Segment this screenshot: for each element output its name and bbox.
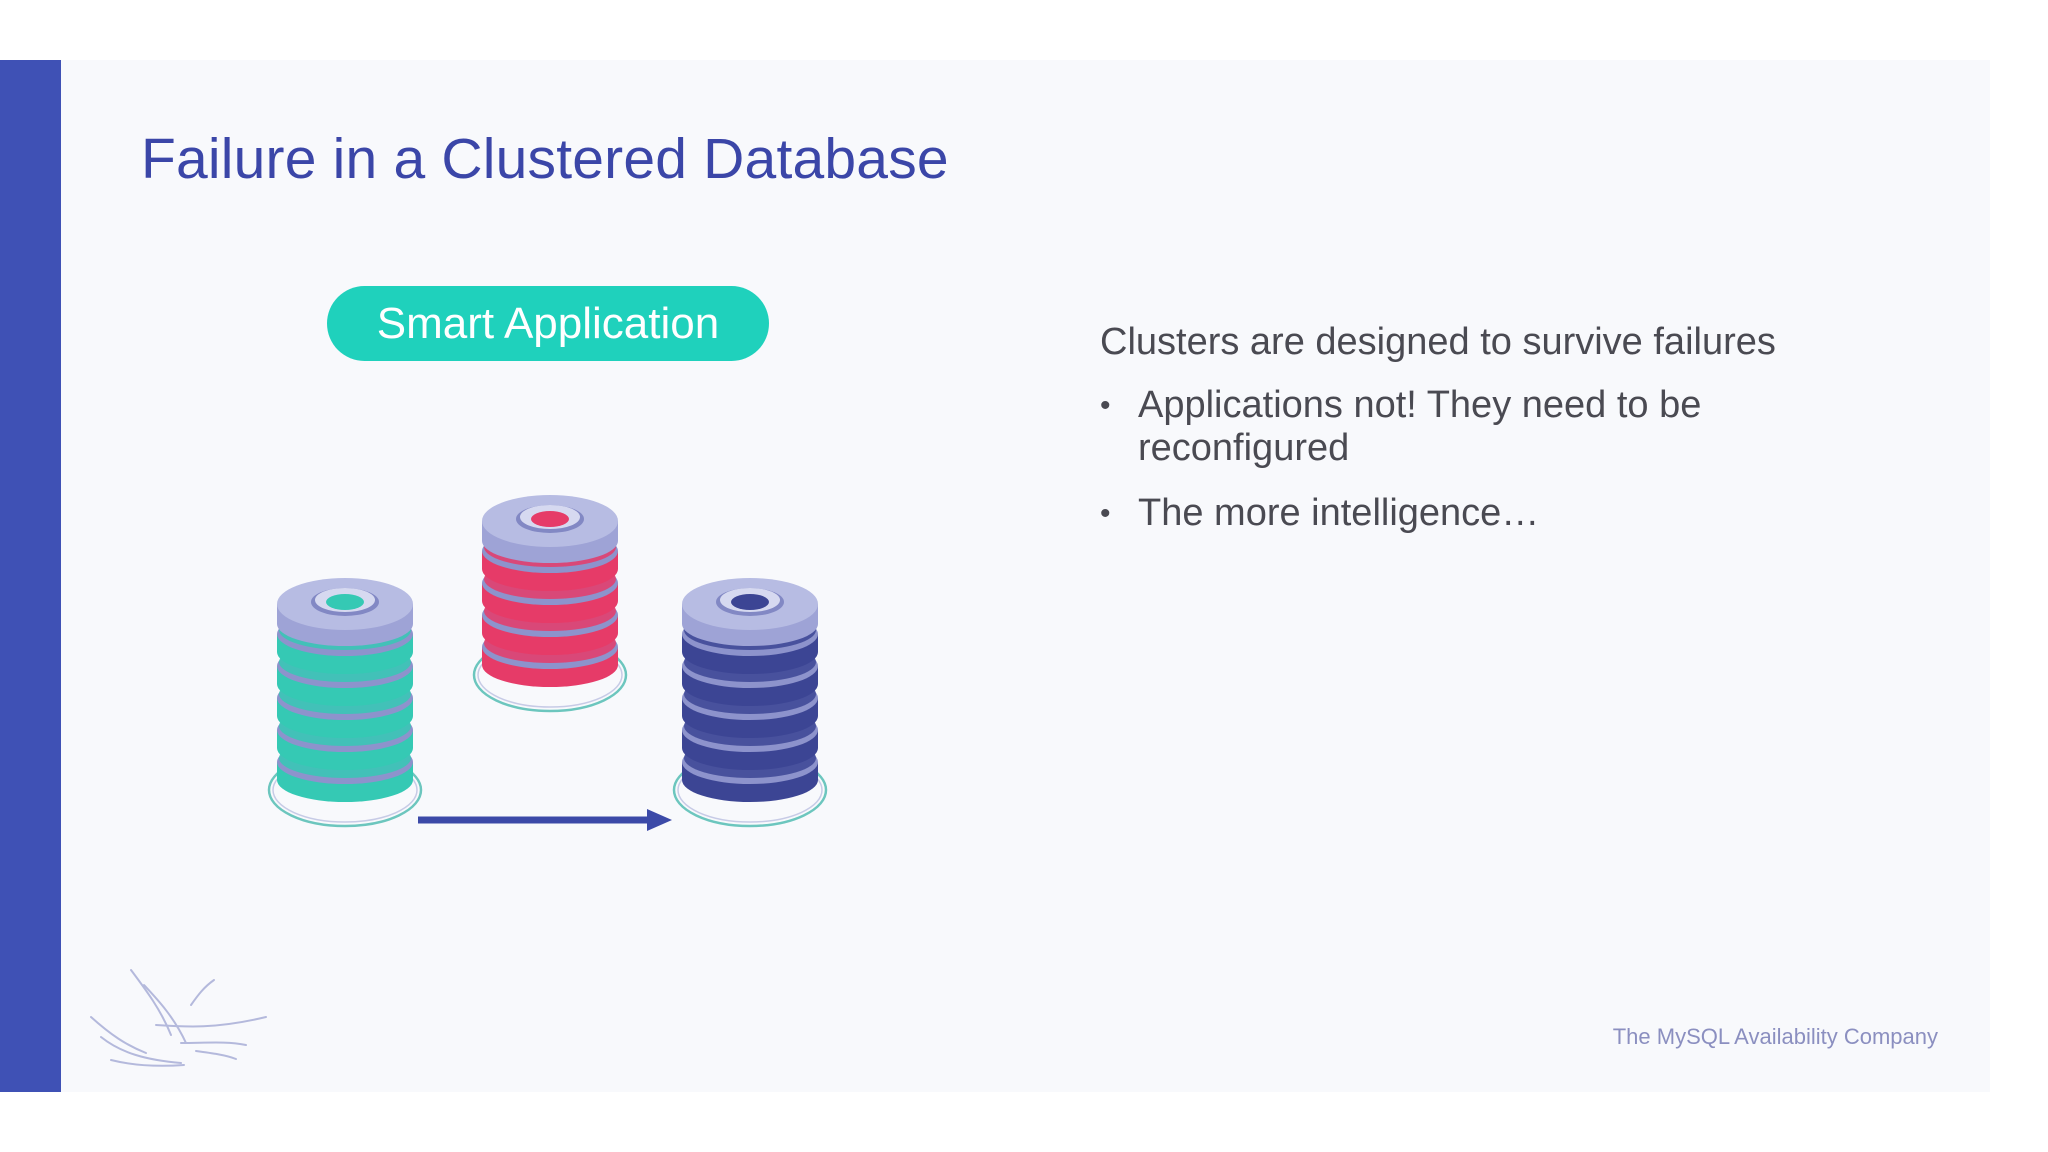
lead-text: Clusters are designed to survive failure…: [1100, 321, 1776, 363]
bullet-item: • Applications not! They need to be reco…: [1100, 384, 1860, 470]
bullet-item: • The more intelligence…: [1100, 492, 1860, 535]
bullet-glyph: •: [1100, 497, 1111, 530]
slide: Failure in a Clustered Database Smart Ap…: [0, 60, 1990, 1092]
flying-birds-logo: [90, 969, 267, 1067]
database-red-icon: [472, 495, 628, 713]
database-blue-icon: [672, 578, 828, 828]
text-block: Clusters are designed to survive failure…: [1100, 320, 1860, 557]
slide-title: Failure in a Clustered Database: [141, 127, 949, 191]
smart-application-pill: Smart Application: [327, 286, 769, 361]
accent-bar: [0, 60, 61, 1092]
footer-tagline: The MySQL Availability Company: [1612, 1024, 1938, 1049]
arrow-right-icon: [418, 809, 672, 831]
bullet-glyph: •: [1100, 389, 1111, 422]
cluster-diagram: [267, 495, 828, 831]
bullet-text: Applications not! They need to be reconf…: [1138, 384, 1702, 469]
bullet-list: • Applications not! They need to be reco…: [1100, 384, 1860, 535]
database-teal-icon: [267, 578, 423, 828]
bullet-text: The more intelligence…: [1138, 492, 1540, 534]
